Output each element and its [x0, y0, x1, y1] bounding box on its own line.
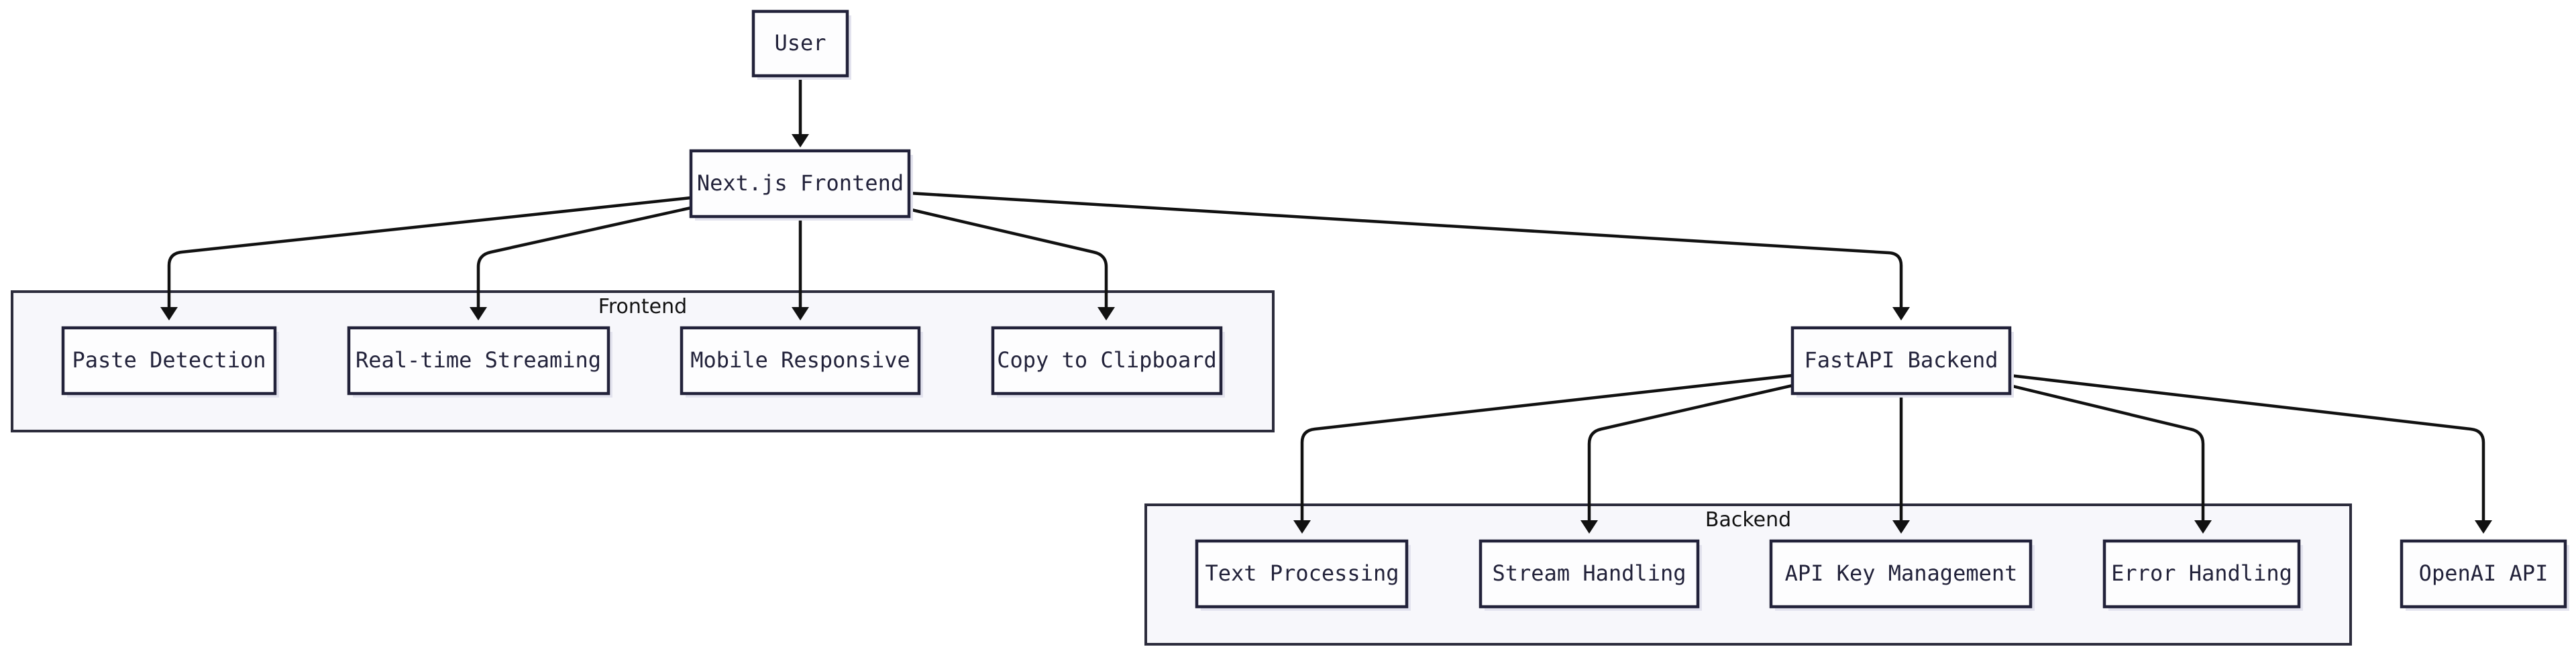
- arrowhead-text: [1293, 520, 1311, 534]
- arrowhead-streaming: [470, 307, 487, 320]
- backend-group-label: Backend: [1705, 508, 1791, 532]
- edge-nextjs-to-clipboard: [908, 207, 1108, 307]
- edge-nextjs-to-paste: [167, 196, 692, 307]
- arrowhead-fastapi: [1892, 307, 1910, 320]
- node-copy-to-clipboard[interactable]: Copy to Clipboard: [991, 326, 1225, 398]
- edge-nextjs-to-streaming: [476, 206, 692, 307]
- edge-fastapi-to-error: [2009, 383, 2205, 520]
- node-openai-api-label: OpenAI API: [2419, 560, 2548, 586]
- node-text-processing[interactable]: Text Processing: [1195, 539, 1411, 611]
- frontend-group-label: Frontend: [598, 295, 687, 318]
- node-paste-detection-label: Paste Detection: [72, 347, 266, 373]
- node-user[interactable]: User: [751, 9, 851, 80]
- node-text-processing-label: Text Processing: [1205, 560, 1399, 586]
- node-fastapi-backend[interactable]: FastAPI Backend: [1790, 326, 2014, 398]
- arrowhead-mobile: [792, 307, 809, 320]
- node-stream-handling-label: Stream Handling: [1493, 560, 1686, 586]
- edge-nextjs-to-fastapi: [908, 191, 1903, 307]
- edge-fastapi-to-stream: [1587, 383, 1793, 520]
- arrowhead-paste: [160, 307, 178, 320]
- edge-fastapi-to-text: [1300, 373, 1793, 520]
- node-openai-api[interactable]: OpenAI API: [2400, 539, 2569, 611]
- node-nextjs-frontend[interactable]: Next.js Frontend: [689, 149, 913, 221]
- node-fastapi-backend-label: FastAPI Backend: [1805, 347, 1998, 373]
- node-mobile-responsive-label: Mobile Responsive: [690, 347, 910, 373]
- node-nextjs-frontend-label: Next.js Frontend: [697, 170, 904, 196]
- arrowhead-error: [2194, 520, 2212, 534]
- node-api-key-management-label: API Key Management: [1785, 560, 2018, 586]
- node-realtime-streaming-label: Real-time Streaming: [356, 347, 601, 373]
- edge-fastapi-to-openai: [2009, 373, 2485, 520]
- node-mobile-responsive[interactable]: Mobile Responsive: [680, 326, 923, 398]
- node-user-label: User: [774, 30, 826, 56]
- arrowhead-stream: [1580, 520, 1598, 534]
- arrowhead-nextjs: [792, 134, 809, 147]
- node-realtime-streaming[interactable]: Real-time Streaming: [347, 326, 612, 398]
- arrowhead-openai: [2475, 520, 2492, 534]
- node-paste-detection[interactable]: Paste Detection: [61, 326, 279, 398]
- node-error-handling-label: Error Handling: [2111, 560, 2292, 586]
- node-error-handling[interactable]: Error Handling: [2102, 539, 2303, 611]
- node-copy-to-clipboard-label: Copy to Clipboard: [997, 347, 1217, 373]
- arrowhead-clipboard: [1097, 307, 1115, 320]
- node-api-key-management[interactable]: API Key Management: [1769, 539, 2035, 611]
- edges: [160, 68, 2492, 534]
- arrowhead-apikey: [1892, 520, 1910, 534]
- node-stream-handling[interactable]: Stream Handling: [1479, 539, 1702, 611]
